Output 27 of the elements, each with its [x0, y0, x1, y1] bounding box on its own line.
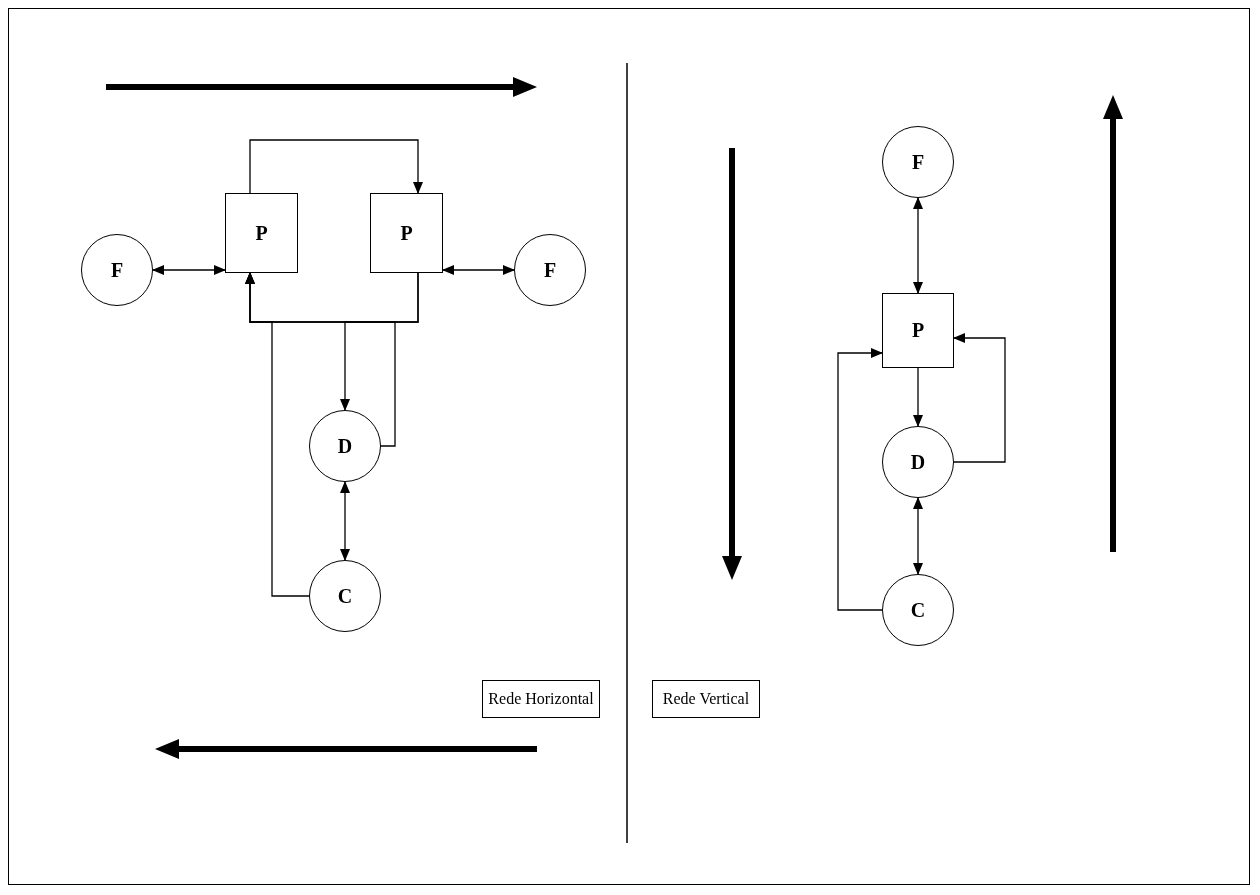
label-box [482, 680, 600, 718]
connector-arrow [245, 272, 310, 597]
connector-arrow [953, 333, 1006, 463]
process-box [225, 193, 298, 273]
node-label: Rede Vertical [662, 690, 750, 708]
connector-arrow [913, 367, 923, 427]
node-label: P [255, 221, 268, 245]
node-label: P [911, 319, 925, 342]
connector-arrow [249, 139, 423, 194]
process-box [370, 193, 443, 273]
node-label: F [543, 258, 557, 282]
node-label: D [910, 450, 926, 474]
node-label: C [910, 598, 926, 622]
connector-arrow [152, 265, 226, 275]
node-label: Rede Horizontal [488, 690, 594, 708]
connector-arrow [340, 481, 350, 561]
connector-arrow [913, 197, 923, 294]
node-label: D [337, 434, 353, 458]
node-label: F [110, 258, 124, 282]
connector-arrow [837, 348, 883, 611]
connector-arrow [913, 497, 923, 575]
label-box [652, 680, 760, 718]
connector-arrow [442, 265, 515, 275]
node-label: F [911, 150, 925, 174]
node-label: C [337, 584, 353, 608]
process-box [882, 293, 954, 368]
node-label: P [400, 221, 413, 245]
